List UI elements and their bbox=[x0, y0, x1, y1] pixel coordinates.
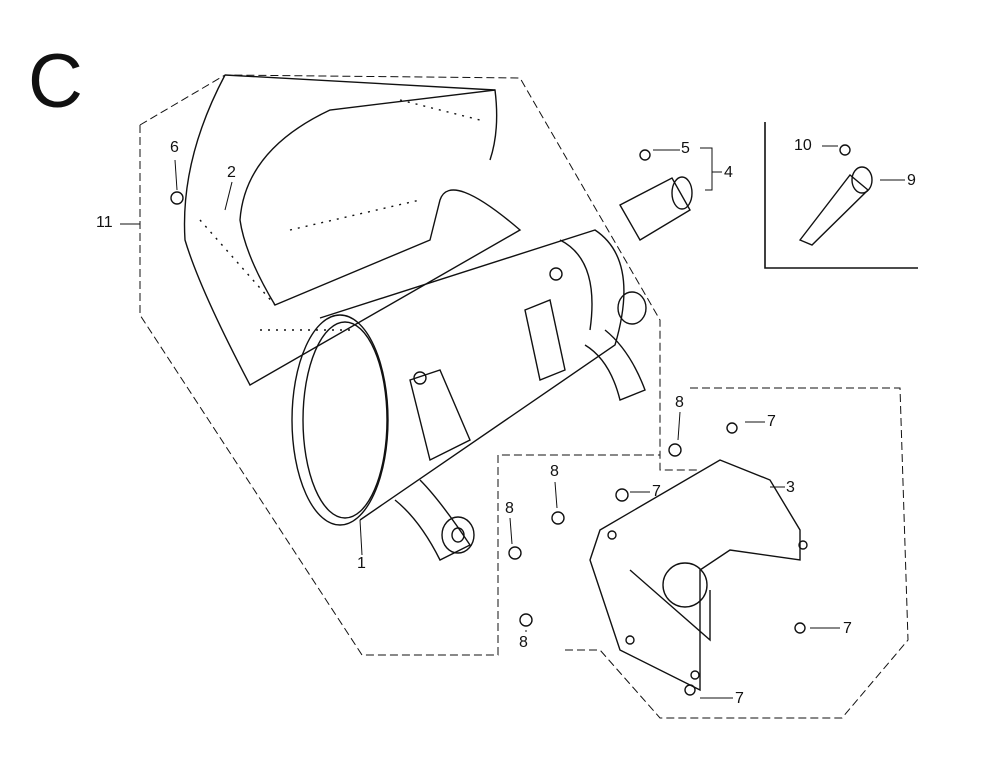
leader-lines bbox=[174, 145, 905, 699]
callout-9: 9 bbox=[907, 172, 916, 189]
mounting-bracket bbox=[589, 459, 808, 692]
bolts bbox=[170, 191, 806, 696]
inset-box bbox=[764, 122, 918, 269]
callout-6: 6 bbox=[170, 139, 179, 156]
callout-4: 4 bbox=[724, 164, 733, 181]
section-letter: C bbox=[28, 39, 83, 124]
callout-7: 7 bbox=[652, 483, 661, 500]
callout-7: 7 bbox=[735, 690, 744, 707]
muffler bbox=[291, 229, 647, 561]
callout-1: 1 bbox=[357, 555, 366, 572]
callout-7: 7 bbox=[843, 620, 852, 637]
callout-7: 7 bbox=[767, 413, 776, 430]
callout-8: 8 bbox=[550, 463, 559, 480]
group-outline-main-lower bbox=[139, 125, 660, 656]
callout-5: 5 bbox=[681, 140, 690, 157]
heat-shield bbox=[183, 74, 522, 386]
callout-10: 10 bbox=[794, 137, 812, 154]
callout-11: 11 bbox=[96, 214, 113, 231]
callout-3: 3 bbox=[786, 479, 795, 496]
spark-arrester bbox=[619, 149, 693, 241]
group-outline-bracket bbox=[565, 387, 909, 719]
spark-arrester-inset bbox=[798, 144, 873, 246]
callout-2: 2 bbox=[227, 164, 236, 181]
group-outline-main bbox=[139, 74, 700, 471]
callout-8: 8 bbox=[505, 500, 514, 517]
callout-8: 8 bbox=[675, 394, 684, 411]
callout-8: 8 bbox=[519, 634, 528, 651]
